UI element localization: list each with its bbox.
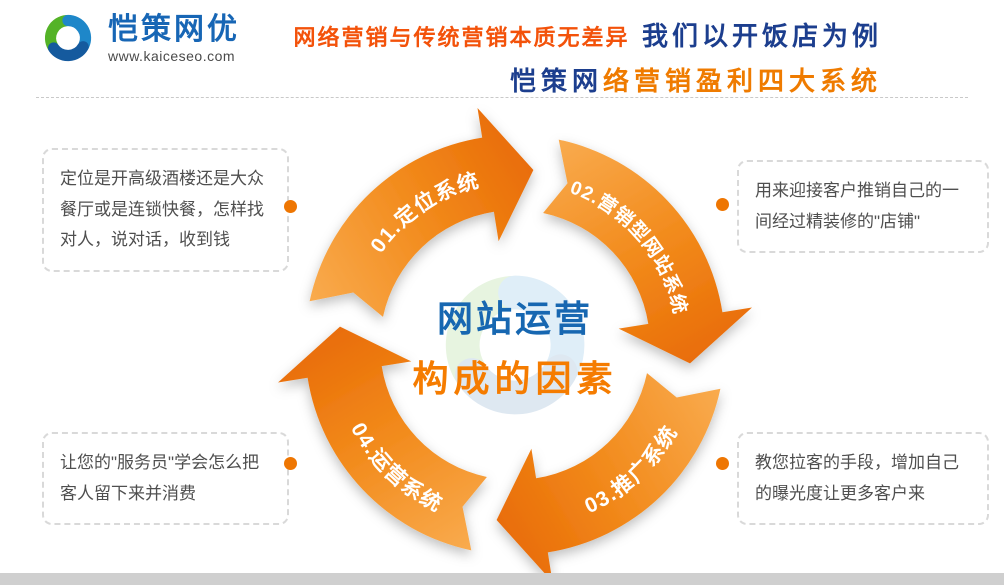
cycle-diagram: 01.定位系统 02.营销型网站系统 03.推广系统 04.运营系统	[278, 108, 752, 582]
connector-dot-bottom-right	[716, 457, 729, 470]
callout-bottom-left: 让您的"服务员"学会怎么把客人留下来并消费	[42, 432, 289, 526]
callout-top-right: 用来迎接客户推销自己的一间经过精装修的"店铺"	[737, 160, 989, 254]
title-line2-orange: 络营销盈利四大系统	[602, 66, 882, 96]
logo-text: 恺策网优 www.kaiceseo.com	[108, 13, 240, 64]
connector-dot-top-right	[716, 198, 729, 211]
connector-dot-top-left	[284, 200, 297, 213]
diagram-center-title: 网站运营 构成的因素	[412, 290, 617, 402]
footer-bar	[0, 573, 1004, 585]
logo[interactable]: 恺策网优 www.kaiceseo.com	[38, 8, 240, 68]
center-title-blue: 网站运营	[436, 298, 594, 339]
page-title: 网络营销与传统营销本质无差异 我们以开饭店为例 恺策网络营销盈利四大系统	[294, 16, 882, 98]
connector-dot-bottom-left	[284, 457, 297, 470]
brand-url: www.kaiceseo.com	[108, 47, 236, 64]
title-line1-orange: 网络营销与传统营销本质无差异	[293, 25, 630, 50]
logo-swirl-icon	[38, 8, 98, 68]
dashed-divider	[36, 97, 968, 98]
center-title-orange: 构成的因素	[412, 358, 618, 399]
title-line-1: 网络营销与传统营销本质无差异 我们以开饭店为例	[294, 16, 882, 53]
callout-top-left: 定位是开高级酒楼还是大众餐厅或是连锁快餐，怎样找对人，说对话，收到钱	[42, 148, 289, 272]
title-line1-blue: 我们以开饭店为例	[641, 21, 882, 51]
brand-name: 恺策网优	[108, 12, 240, 46]
title-line-2: 恺策网络营销盈利四大系统	[294, 61, 882, 98]
callout-bottom-right: 教您拉客的手段，增加自己的曝光度让更多客户来	[737, 432, 989, 526]
title-line2-blue: 恺策网	[509, 66, 603, 96]
